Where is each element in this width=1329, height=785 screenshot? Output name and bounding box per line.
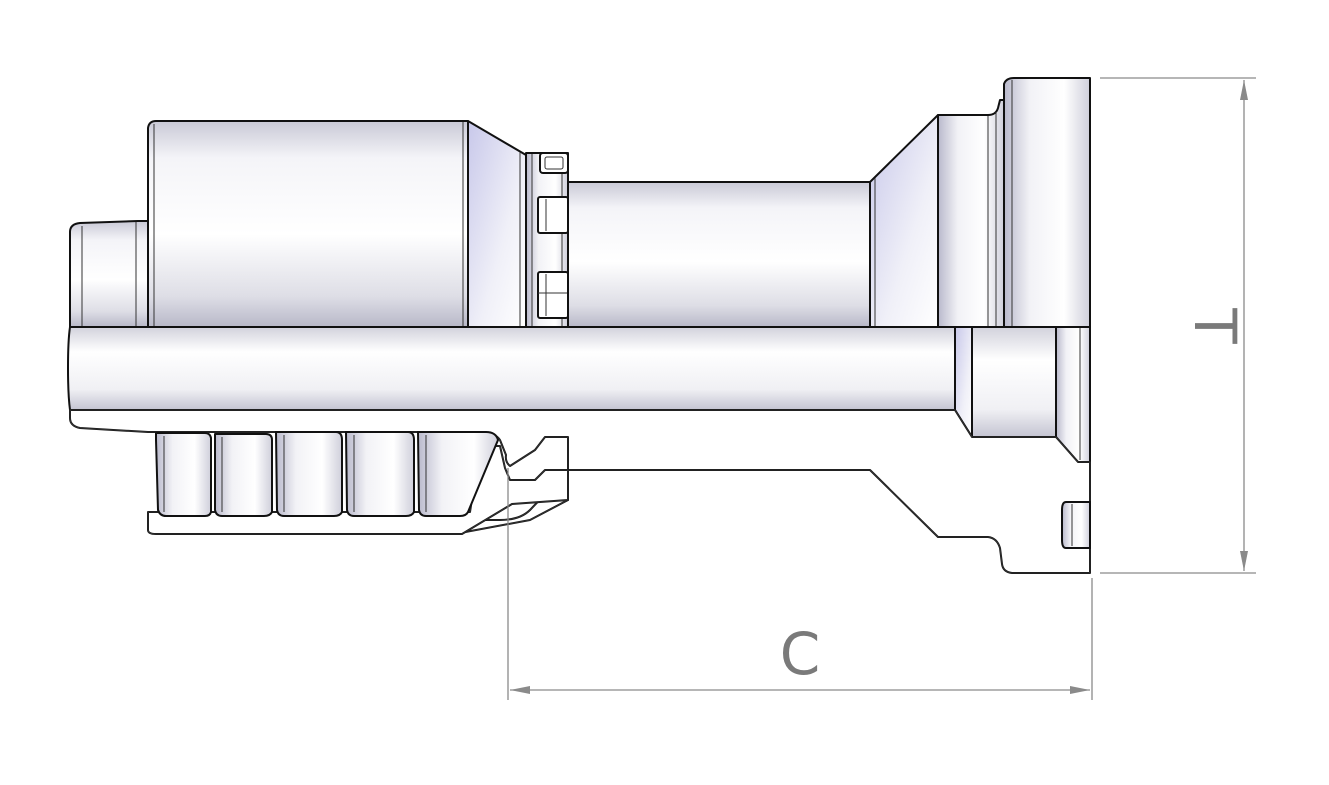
bore bbox=[67, 326, 1091, 463]
grip-tooth bbox=[275, 431, 343, 517]
dimension-label-T: T bbox=[1181, 307, 1249, 344]
grip-tooth bbox=[417, 431, 499, 517]
flange-rim bbox=[1003, 77, 1091, 328]
bore-counterbore bbox=[971, 326, 1057, 438]
grip-tooth bbox=[155, 432, 212, 517]
ferrule-sleeve bbox=[147, 120, 469, 328]
flange-hub bbox=[937, 99, 1005, 328]
bore-channel bbox=[67, 326, 956, 411]
dimension-label-C: C bbox=[780, 620, 821, 688]
grip-teeth bbox=[155, 431, 499, 517]
fitting-exterior-upper bbox=[69, 77, 1091, 328]
grip-tooth bbox=[214, 433, 273, 517]
collar-slot bbox=[539, 152, 569, 174]
grip-tooth bbox=[345, 431, 415, 517]
dimension-C: C bbox=[507, 468, 1093, 700]
dimension-T: T bbox=[1100, 77, 1256, 574]
collar-slot bbox=[537, 271, 569, 319]
neck-tube bbox=[567, 181, 871, 328]
flange-groove bbox=[1061, 501, 1091, 549]
fitting-section-lower bbox=[69, 409, 1091, 574]
collar-slot bbox=[537, 196, 569, 234]
ferrule-taper bbox=[467, 120, 527, 328]
flange-cone bbox=[869, 114, 939, 328]
